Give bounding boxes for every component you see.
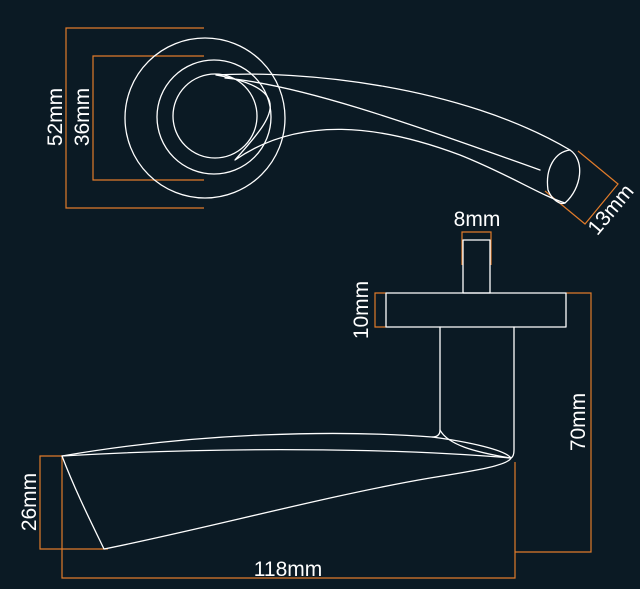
- lever-side-inner-line: [61, 448, 512, 459]
- projection-label: 70mm: [567, 393, 590, 451]
- labels: 52mm 36mm 13mm 8mm 10mm 70mm 26mm 118mm: [18, 88, 639, 581]
- spindle-width-label: 8mm: [454, 208, 501, 231]
- rose-plate: [385, 292, 567, 328]
- projection-dimension-line: [515, 292, 592, 553]
- outer-diameter-dimension-line: [65, 27, 204, 209]
- lever-end-width-label: 13mm: [583, 180, 638, 239]
- inner-rose-circle: [172, 73, 258, 159]
- rose-thickness-label: 10mm: [350, 281, 373, 339]
- lever-end-height-label: 26mm: [18, 473, 41, 531]
- middle-rose-circle: [156, 59, 272, 175]
- rose-thickness-dimension-line: [374, 292, 386, 328]
- side-view: [39, 231, 592, 579]
- spindle: [462, 239, 491, 294]
- inner-diameter-label: 36mm: [71, 88, 94, 146]
- outer-diameter-label: 52mm: [44, 88, 67, 146]
- outer-rose-circle: [124, 37, 286, 199]
- inner-diameter-dimension-line: [92, 55, 204, 181]
- lever-side-outline: [61, 432, 512, 550]
- lever-top-inner-line: [224, 77, 541, 171]
- length-label: 118mm: [254, 558, 322, 581]
- top-view: [65, 27, 619, 225]
- lever-neck-back: [510, 326, 515, 459]
- lever-top-outline: [215, 73, 581, 204]
- spindle-width-dimension-line: [461, 231, 492, 265]
- lever-end-height-dimension-line: [39, 455, 108, 550]
- neck-curve: [439, 429, 511, 459]
- lever-end-face: [546, 149, 571, 205]
- lever-end-dimension-line: [544, 150, 619, 225]
- length-dimension-line: [61, 456, 516, 579]
- lever-neck: [431, 326, 441, 438]
